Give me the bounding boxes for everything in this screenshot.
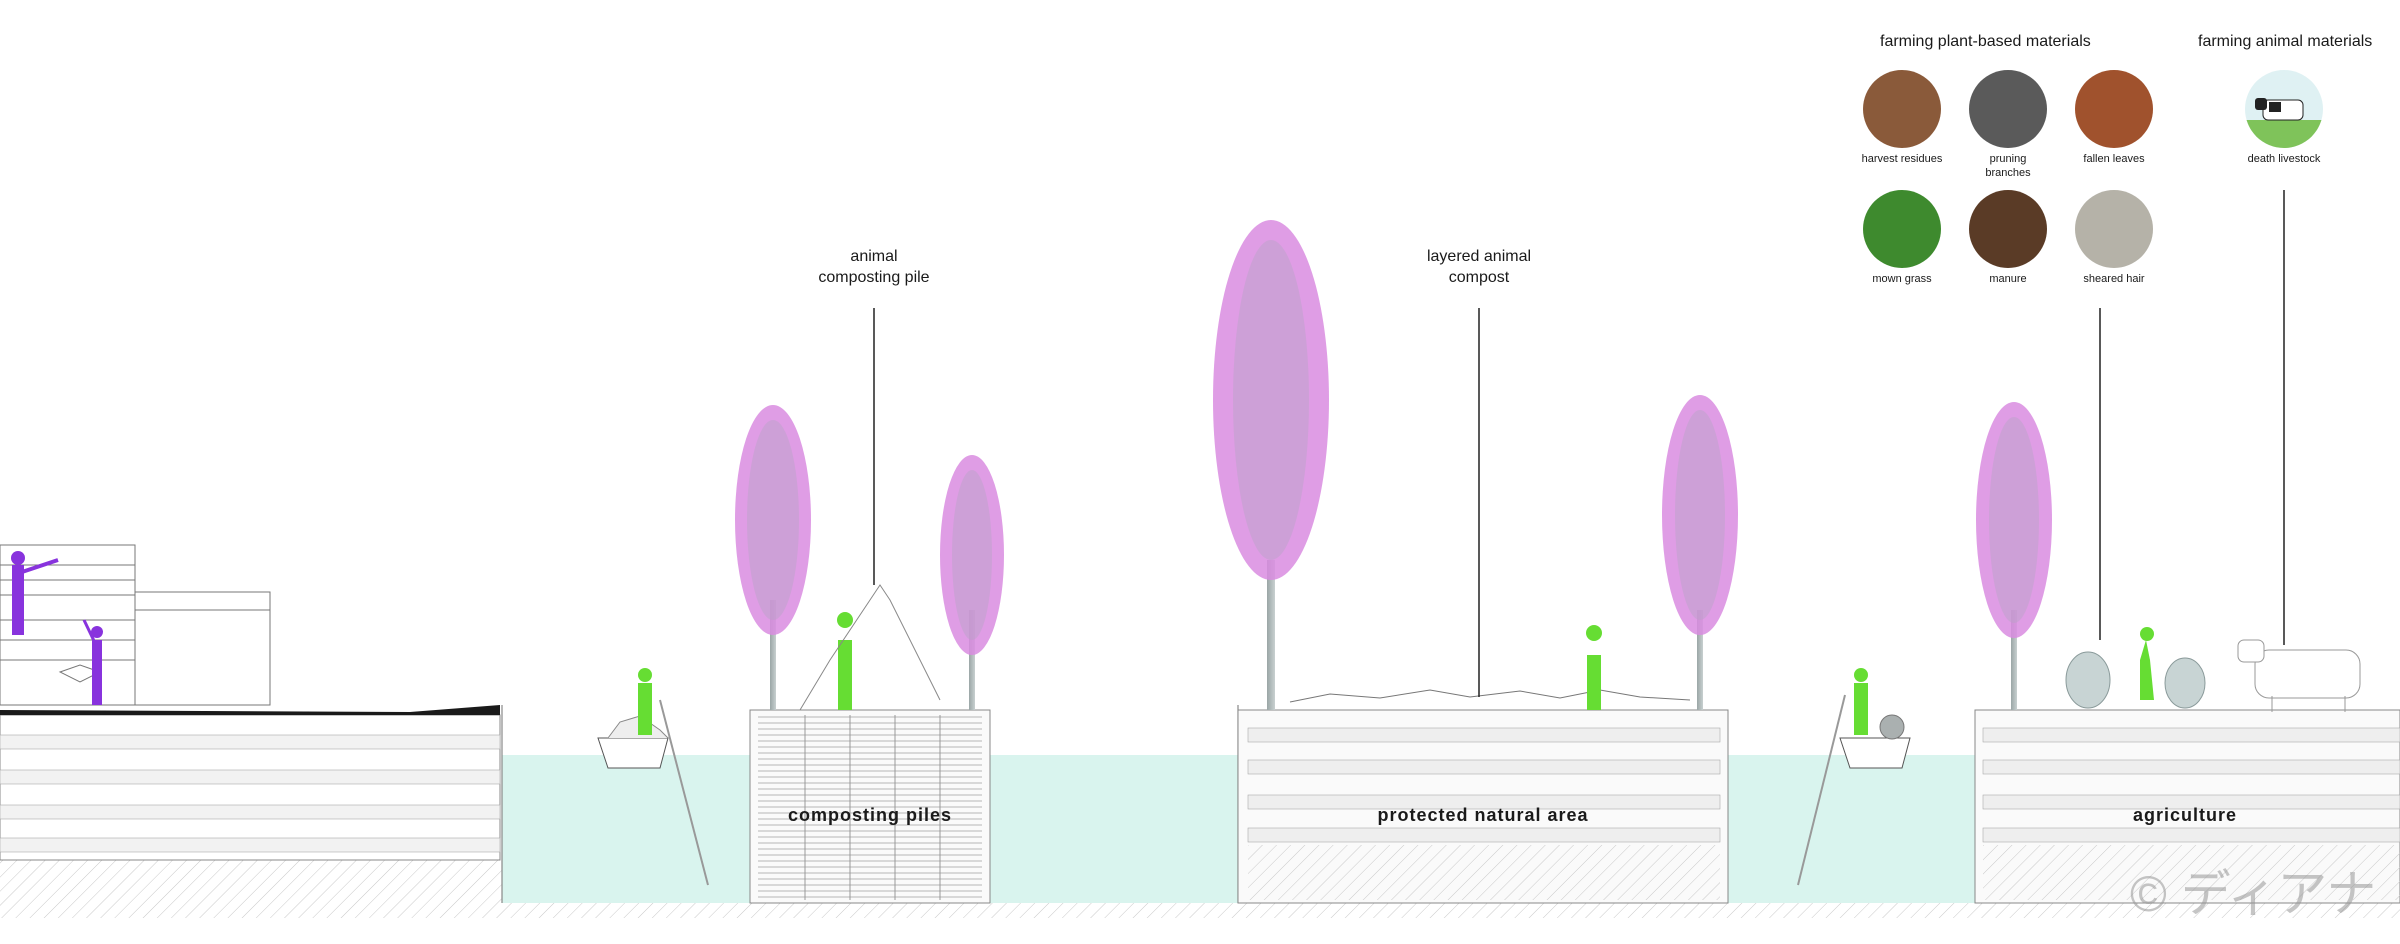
caption-pruning-branches: pruning branches <box>1985 153 2031 180</box>
tree-3 <box>1213 220 1329 710</box>
tree-2 <box>940 455 1004 710</box>
callout-animal-composting-pile: animal composting pile <box>818 248 930 286</box>
sheared-hair-photo <box>2075 190 2153 268</box>
composting-machine <box>0 544 271 706</box>
agriculture-block <box>1974 709 2400 904</box>
cow-photo <box>2245 70 2323 148</box>
green-worker-figures <box>638 612 2154 735</box>
manure-photo <box>1969 190 2047 268</box>
caption-harvest-residues: harvest residues <box>1861 153 1943 165</box>
caption-sheared-hair: sheared hair <box>2083 273 2145 285</box>
caption-fallen-leaves: fallen leaves <box>2083 153 2145 165</box>
tree-1 <box>735 405 811 710</box>
pruning-branches-photo <box>1969 70 2047 148</box>
composting-piles-block <box>749 709 991 904</box>
boat-2 <box>1797 694 1911 886</box>
compost-pile-outline <box>799 584 941 711</box>
zone-label-protected-natural-area: protected natural area <box>1377 805 1589 825</box>
mown-grass-photo <box>1863 190 1941 268</box>
harvest-residues-photo <box>1863 70 1941 148</box>
protected-area-block <box>1237 689 1729 904</box>
fallen-leaves-photo <box>2075 70 2153 148</box>
header-plant-materials: farming plant-based materials <box>1880 33 2091 50</box>
tree-5 <box>1976 402 2052 710</box>
water-channel-3 <box>1728 755 1975 903</box>
crop-shrubs <box>2065 651 2206 709</box>
zone-label-composting-piles: composting piles <box>787 805 953 825</box>
tree-4 <box>1662 395 1738 710</box>
left-ground-block <box>0 705 501 861</box>
water-channel-2 <box>990 755 1238 903</box>
boat-1 <box>597 699 709 886</box>
callout-layered-animal-compost: layered animal compost <box>1426 248 1532 286</box>
caption-mown-grass: mown grass <box>1872 273 1932 285</box>
purple-worker-figures <box>11 551 103 705</box>
cow-outline <box>2237 639 2361 712</box>
water-channel-1 <box>502 755 750 903</box>
caption-manure: manure <box>1989 273 2027 285</box>
zone-label-agriculture: agriculture <box>2132 805 2238 825</box>
header-animal-materials: farming animal materials <box>2198 33 2373 50</box>
caption-death-livestock: death livestock <box>2247 153 2321 165</box>
trees <box>735 220 2052 710</box>
copyright-watermark: © ディアナ <box>2130 866 2377 922</box>
